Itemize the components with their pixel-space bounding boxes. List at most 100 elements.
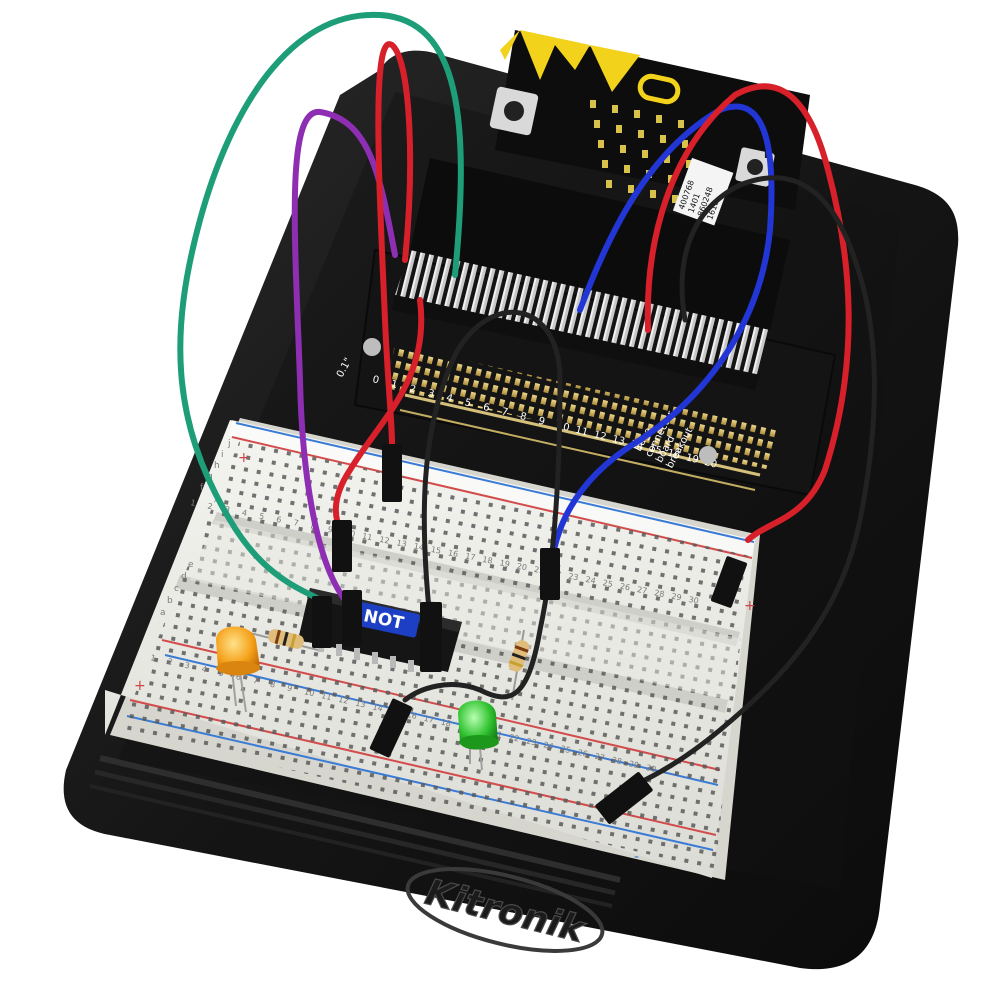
- wire-green: [177, 11, 464, 603]
- bb-column-number-bottom: 29: [628, 759, 640, 770]
- edge-pin-label: 12: [593, 429, 608, 443]
- wire-black-1: [642, 175, 877, 783]
- bb-column-number-top: 18: [482, 555, 494, 566]
- bb-column-number-bottom: 4: [201, 665, 208, 675]
- bb-column-number-bottom: 3: [184, 661, 191, 671]
- edge-pin-label: 16: [666, 448, 681, 462]
- bb-column-number-top: 16: [447, 548, 459, 559]
- jumper-wires: [177, 11, 877, 783]
- bb-column-number-top: 23: [568, 572, 580, 583]
- bb-row-letter: c: [174, 584, 179, 594]
- resistor-left: [249, 629, 319, 651]
- bb-column-number-bottom: 28: [611, 755, 623, 766]
- button-a-label: A: [486, 140, 495, 153]
- edge-pin-label: 1: [390, 379, 399, 391]
- matrix-led: [650, 190, 656, 198]
- bb-column-number-top: 21: [533, 565, 545, 576]
- edge-pin-label: 6: [482, 402, 491, 414]
- connector-green-end: [312, 596, 332, 648]
- bb-column-number-top: 6: [276, 515, 283, 525]
- edge-pin-label: 3: [427, 388, 436, 400]
- edge-pin-label: 7: [500, 406, 509, 418]
- bb-column-number-bottom: 6: [235, 672, 242, 682]
- bb-column-number-top: 20: [516, 562, 528, 573]
- bb-column-number-top: 24: [585, 575, 597, 586]
- matrix-led: [590, 100, 596, 108]
- connector-black1-end: [595, 772, 653, 824]
- bb-column-number-top: 13: [396, 538, 408, 549]
- rail-plus-sign-top: +: [238, 450, 250, 466]
- bb-row-letter: j: [227, 439, 231, 449]
- bb-column-number-top: 14: [413, 542, 425, 553]
- bb-column-number-bottom: 9: [286, 683, 293, 693]
- connector-red3-end: [711, 556, 747, 608]
- matrix-led: [682, 140, 688, 148]
- bb-row-letter: a: [160, 608, 166, 618]
- bb-row-letter: f: [200, 483, 204, 493]
- bb-column-number-top: 5: [258, 511, 265, 521]
- bb-column-number-top: 7: [293, 518, 300, 528]
- matrix-led: [686, 160, 692, 168]
- matrix-led: [678, 120, 684, 128]
- bb-column-number-bottom: 22: [508, 733, 520, 744]
- bb-column-number-bottom: 8: [269, 680, 276, 690]
- bb-column-number-bottom: 12: [338, 695, 350, 706]
- resistor-right: [508, 629, 530, 701]
- bb-row-letter: e: [188, 560, 194, 570]
- edge-pin-label: 8: [519, 411, 528, 423]
- matrix-led: [598, 140, 604, 148]
- connector-red2-end: [332, 520, 352, 572]
- edge-pin-label: 15: [648, 443, 663, 457]
- bb-column-number-top: 30: [688, 595, 700, 606]
- bb-row-letter: d: [181, 572, 187, 582]
- bb-column-number-top: 9: [327, 525, 334, 535]
- edge-pin-label: 9: [537, 416, 546, 428]
- serial-sticker: 400768 1401 860248 1618: [672, 157, 734, 226]
- matrix-led: [606, 180, 612, 188]
- connector-purple-end: [342, 590, 362, 646]
- edge-pin-label: 5: [463, 397, 472, 409]
- matrix-led: [612, 105, 618, 113]
- bb-column-number-bottom: 2: [167, 657, 174, 667]
- wire-red-1: [375, 41, 414, 458]
- led-amber: [216, 626, 260, 713]
- led-green: [458, 700, 499, 771]
- bb-column-number-bottom: 14: [372, 702, 384, 713]
- bb-column-number-top: 26: [619, 582, 631, 593]
- bb-column-number-top: 1: [190, 498, 197, 508]
- bb-column-number-top: 28: [653, 588, 665, 599]
- bb-column-number-bottom: 26: [577, 748, 589, 759]
- bb-column-number-bottom: 13: [355, 699, 367, 710]
- bb-row-letter: b: [167, 596, 173, 606]
- edge-pin-label: 11: [574, 425, 589, 439]
- matrix-led: [664, 155, 670, 163]
- bb-column-number-top: 27: [636, 585, 648, 596]
- bb-column-number-top: 17: [464, 552, 476, 563]
- button-a[interactable]: A: [486, 86, 539, 153]
- wire-red-2: [332, 297, 425, 538]
- bb-column-number-top: 15: [430, 545, 442, 556]
- bb-column-number-top: 11: [361, 532, 373, 543]
- matrix-led: [594, 120, 600, 128]
- connector-black2-end: [420, 602, 442, 672]
- bb-column-number-bottom: 16: [406, 710, 418, 721]
- rail-plus-sign-right: +: [744, 598, 756, 614]
- matrix-led: [620, 145, 626, 153]
- rail-minus-sign: -: [634, 849, 639, 865]
- matrix-led: [656, 115, 662, 123]
- matrix-led: [638, 130, 644, 138]
- bb-column-number-bottom: 23: [525, 736, 537, 747]
- bb-column-number-bottom: 18: [440, 718, 452, 729]
- wire-red-3: [644, 83, 852, 543]
- mount-screw-right: [699, 446, 717, 464]
- bb-column-number-bottom: 17: [423, 714, 435, 725]
- matrix-led: [616, 125, 622, 133]
- matrix-led: [628, 185, 634, 193]
- matrix-led: [660, 135, 666, 143]
- bb-column-number-top: 4: [241, 508, 248, 518]
- matrix-led: [634, 110, 640, 118]
- bb-column-number-bottom: 5: [218, 668, 225, 678]
- bb-row-letter: h: [214, 461, 220, 471]
